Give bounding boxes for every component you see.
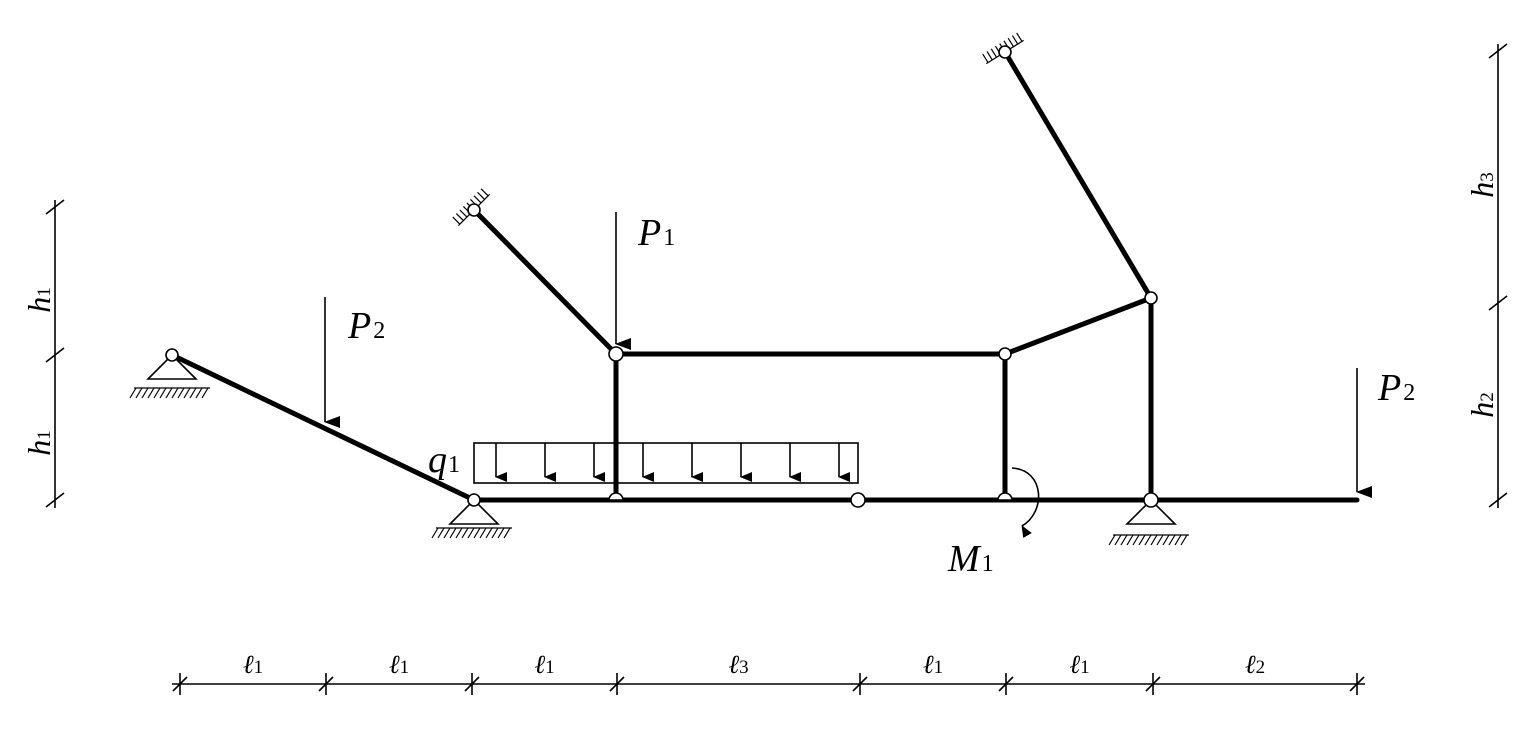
span-length-label: ℓ1 [1069, 650, 1089, 679]
hinge-icon [997, 492, 1013, 501]
dimension-tick [852, 676, 868, 692]
strut-to-wall-left [471, 207, 619, 357]
frame-members [169, 49, 1360, 503]
hinge-icon [998, 45, 1012, 59]
strut-to-wall-right [1002, 49, 1154, 301]
hinge-icon [998, 347, 1012, 361]
horizontal-dimension-line [172, 673, 1365, 695]
left-vertical-dimension [45, 199, 65, 508]
p1-label: P1 [637, 212, 675, 254]
span-length-label: ℓ1 [389, 650, 409, 679]
h2-label: h2 [1464, 392, 1500, 418]
dimension-tick [318, 676, 334, 692]
span-length-label: ℓ3 [728, 650, 748, 679]
m1-label: M1 [947, 538, 994, 580]
hinges [165, 45, 1159, 508]
h3-label: h3 [1464, 172, 1500, 198]
inclined-beam-left [169, 352, 477, 503]
span-length-label: ℓ1 [243, 650, 263, 679]
h1-upper-label: h1 [21, 287, 57, 313]
dimension-tick [1349, 676, 1365, 692]
span-length-label: ℓ1 [923, 650, 943, 679]
hinge-icon [608, 492, 624, 501]
q1-label: q1 [428, 439, 460, 481]
pin-support-icon [129, 353, 210, 399]
dimension-tick [172, 676, 188, 692]
span-length-label: ℓ2 [1245, 650, 1265, 679]
span-length-label: ℓ1 [534, 650, 554, 679]
hinge-icon [1143, 492, 1159, 508]
dimension-tick [609, 676, 625, 692]
right-vertical-dimension [1488, 43, 1508, 508]
inclined-link [1002, 295, 1154, 357]
hinge-icon [467, 203, 481, 217]
dimension-tick [464, 676, 480, 692]
hinge-icon [467, 493, 481, 507]
hinge-icon [608, 346, 624, 362]
hinge-icon [1144, 291, 1158, 305]
q1-distributed-load [473, 442, 859, 484]
m1-moment-arc [1011, 467, 1040, 539]
pin-support-icon [1108, 498, 1189, 546]
h1-lower-label: h1 [21, 430, 57, 456]
p2-right-label: P2 [1377, 367, 1415, 409]
hinge-icon [850, 492, 866, 508]
dimension-tick [1145, 676, 1161, 692]
dimension-tick [998, 676, 1014, 692]
p2-left-label: P2 [347, 305, 385, 347]
hinge-icon [165, 348, 179, 362]
pin-support-icon [431, 498, 512, 539]
